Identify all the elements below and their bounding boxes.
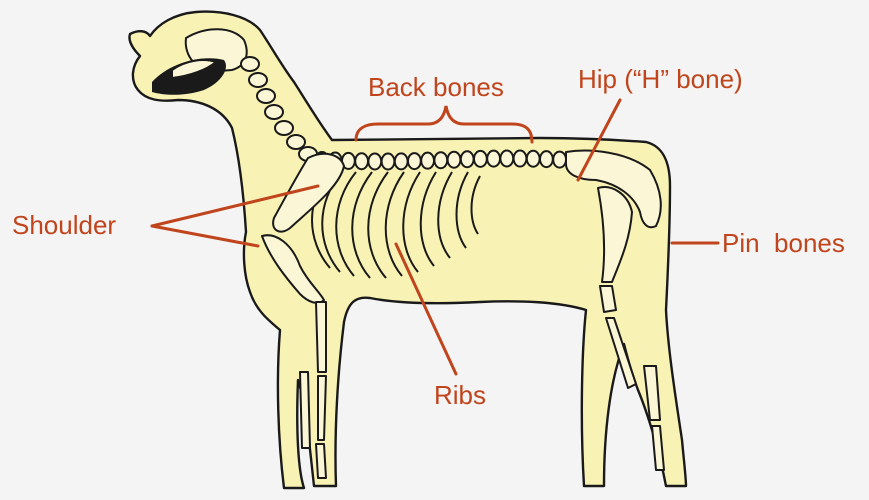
back-vertebra xyxy=(408,153,421,169)
back-bones-label: Back bones xyxy=(368,72,504,102)
back-vertebra xyxy=(434,152,447,168)
pin-bones-label: Pin bones xyxy=(722,228,845,258)
back-vertebra xyxy=(540,151,553,167)
back-vertebra xyxy=(474,151,487,167)
back-bones-bracket xyxy=(356,106,532,142)
back-vertebra xyxy=(461,151,474,167)
ribs-label: Ribs xyxy=(434,380,486,410)
back-vertebra xyxy=(382,153,395,169)
shoulder-leader-lower xyxy=(152,226,258,246)
back-vertebra xyxy=(448,152,461,168)
back-vertebra xyxy=(487,151,500,167)
front-leg-bone xyxy=(316,302,326,478)
back-vertebra xyxy=(355,153,368,169)
back-vertebra xyxy=(527,151,540,167)
front-far-leg-bone xyxy=(300,372,310,448)
back-vertebra xyxy=(514,151,527,167)
back-vertebra xyxy=(421,153,434,169)
back-vertebra xyxy=(368,153,381,169)
back-vertebra xyxy=(500,151,513,167)
hip-label: Hip (“H” bone) xyxy=(578,64,743,94)
shoulder-label: Shoulder xyxy=(12,210,116,240)
back-vertebra xyxy=(553,152,566,168)
back-vertebra xyxy=(395,153,408,169)
